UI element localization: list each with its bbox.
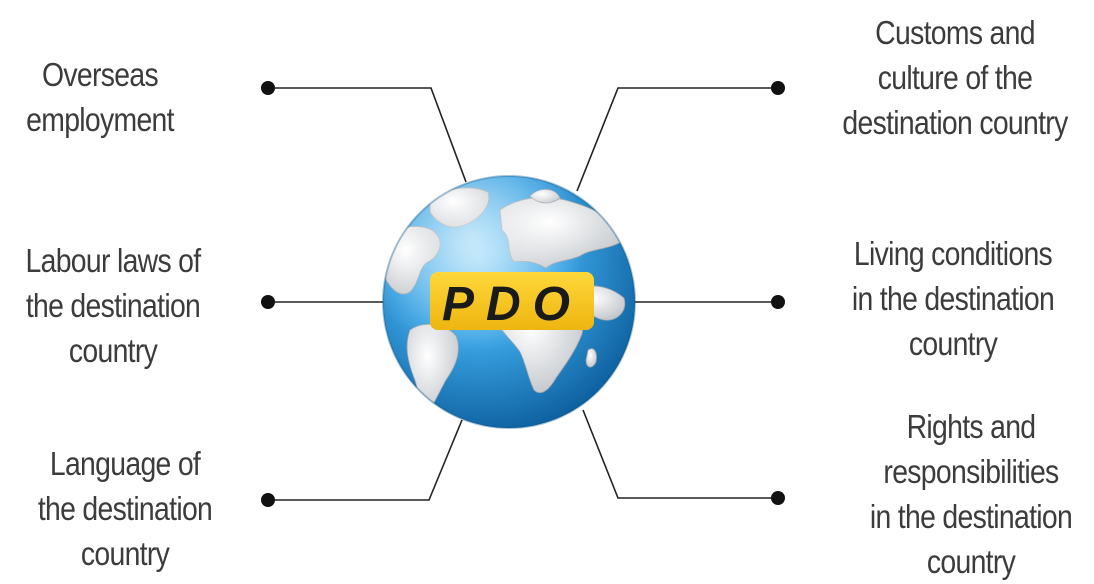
topic-line: Language of	[49, 445, 201, 482]
topic-living-conditions: Living conditions in the destination cou…	[837, 231, 1069, 366]
topic-language: Language of the destination country	[26, 441, 224, 576]
connector-top-left	[268, 87, 467, 183]
topic-customs-culture: Customs and culture of the destination c…	[830, 10, 1079, 145]
topic-line: in the destination	[851, 280, 1055, 317]
topic-line: country	[80, 535, 170, 572]
topic-line: Living conditions	[853, 235, 1053, 272]
connector-bottom-left	[268, 419, 463, 501]
topic-line: Rights and	[906, 408, 1036, 445]
connector-dots	[261, 81, 785, 507]
dot-middle-left	[261, 295, 275, 309]
dot-bottom-left	[261, 493, 275, 507]
topic-line: Overseas	[42, 56, 159, 93]
connector-top-right	[576, 87, 778, 192]
topic-line: employment	[26, 101, 174, 138]
topic-line: in the destination	[869, 498, 1073, 535]
dot-top-left	[261, 81, 275, 95]
topic-line: responsibilities	[883, 453, 1059, 490]
topic-line: culture of the	[877, 59, 1033, 96]
topic-overseas-employment: Overseas employment	[14, 52, 186, 142]
dot-middle-right	[771, 295, 785, 309]
topic-line: the destination	[25, 287, 201, 324]
topic-line: Customs and	[875, 14, 1035, 51]
topic-rights-responsibilities: Rights and responsibilities in the desti…	[855, 404, 1087, 584]
pdo-badge-label: PDO	[442, 278, 582, 331]
dot-top-right	[771, 81, 785, 95]
topic-line: destination country	[842, 104, 1068, 141]
connector-lines	[268, 87, 778, 501]
connector-bottom-right	[582, 409, 778, 499]
topic-line: Labour laws of	[25, 242, 202, 279]
topic-line: country	[926, 543, 1016, 580]
topic-line: country	[908, 325, 998, 362]
topic-line: the destination	[37, 490, 213, 527]
topic-line: country	[68, 332, 158, 369]
topic-labour-laws: Labour laws of the destination country	[16, 238, 210, 373]
dot-bottom-right	[771, 491, 785, 505]
pdo-badge: PDO	[430, 272, 594, 331]
